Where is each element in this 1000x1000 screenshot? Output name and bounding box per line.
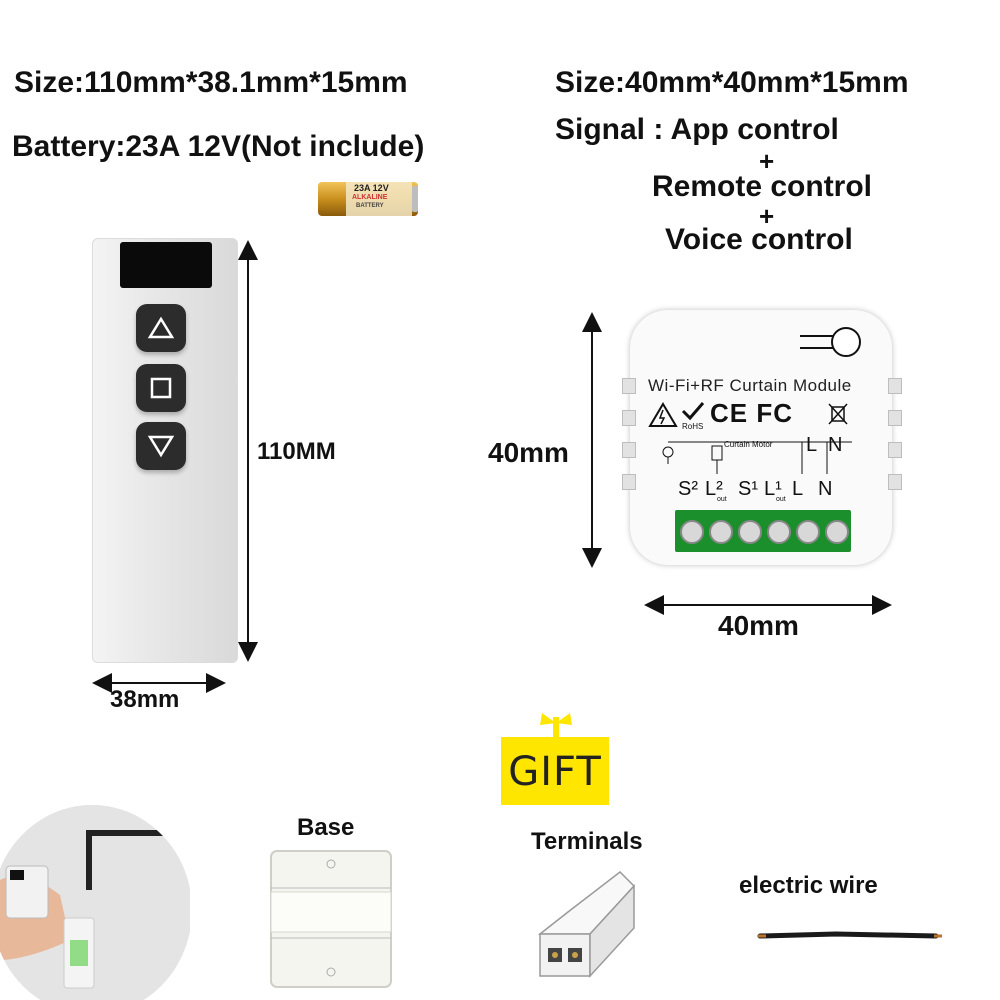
remote-control [92,238,238,663]
terminals-label: Terminals [531,828,643,855]
rohs-label: RoHS [682,422,704,431]
weee-bin-icon [828,403,848,425]
top-terminal-n: N [828,434,843,456]
terminal-screw [796,520,820,544]
base-label: Base [297,814,355,841]
curtain-module: Wi-Fi+RF Curtain Module RoHS CE FC Curta… [622,310,902,565]
remote-up-button [136,304,186,352]
terminal-label-l1: L¹ [764,478,782,500]
terminal-label-l2: L² [705,478,723,500]
module-height-label: 40mm [488,437,569,468]
module-side-tab [888,378,902,394]
module-side-tab [622,442,636,458]
module-side-tab [622,410,636,426]
gift-badge: GIFT [501,737,609,805]
terminal-screw [825,520,849,544]
module-side-tab [888,442,902,458]
battery-label-bot: BATTERY [356,203,384,209]
terminal-screw [738,520,762,544]
signal-line-remote: Remote control [652,170,873,203]
terminal-out-sub: out [717,496,727,503]
remote-width-label: 38mm [110,686,180,713]
signal-line-app: Signal : App control [555,113,839,146]
signal-line-voice: Voice control [665,223,853,256]
electric-wire-image [757,931,942,939]
cert-marks: CE FC [710,398,793,428]
remote-stop-button [136,364,186,412]
battery-label-top: 23A 12V [354,183,389,193]
module-side-tab [622,378,636,394]
module-size-text: Size:40mm*40mm*15mm [555,66,909,99]
remote-display [120,242,212,288]
module-side-tab [622,474,636,490]
terminal-screw [680,520,704,544]
stop-square-icon [150,377,172,399]
terminal-label-s1: S¹ [738,478,758,500]
module-width-label: 40mm [718,610,799,641]
down-arrow-icon [147,435,175,458]
terminals-image [537,871,636,978]
up-arrow-icon [147,316,175,339]
gift-bow-icon [540,713,572,739]
battery-label-mid: ALKALINE [352,194,388,201]
top-terminal-l: L [806,434,818,456]
mounted-remote-photo [0,805,190,1000]
module-side-tab [888,474,902,490]
rohs-check-icon [681,402,705,421]
wire-label: electric wire [739,872,878,899]
signal-plus-2: + [759,201,775,231]
motor-label: Curtain Motor [724,440,773,449]
terminal-screw [767,520,791,544]
terminal-out-sub: out [776,496,786,503]
pairing-button-icon [800,327,861,357]
remote-size-text: Size:110mm*38.1mm*15mm [14,66,408,99]
module-title: Wi-Fi+RF Curtain Module [648,376,852,395]
terminal-label-l: L [792,478,804,500]
base-image [270,850,392,988]
terminal-screw [709,520,733,544]
remote-down-button [136,422,186,470]
terminal-block [675,510,851,552]
remote-height-label: 110MM [257,438,336,465]
terminal-label-n: N [818,478,833,500]
wiring-diagram [662,441,852,474]
warning-icon [648,402,678,427]
signal-plus-1: + [759,146,775,176]
terminal-label-s2: S² [678,478,698,500]
battery-image: 23A 12V ALKALINE BATTERY [316,180,420,218]
module-side-tab [888,410,902,426]
battery-text: Battery:23A 12V(Not include) [12,130,425,163]
